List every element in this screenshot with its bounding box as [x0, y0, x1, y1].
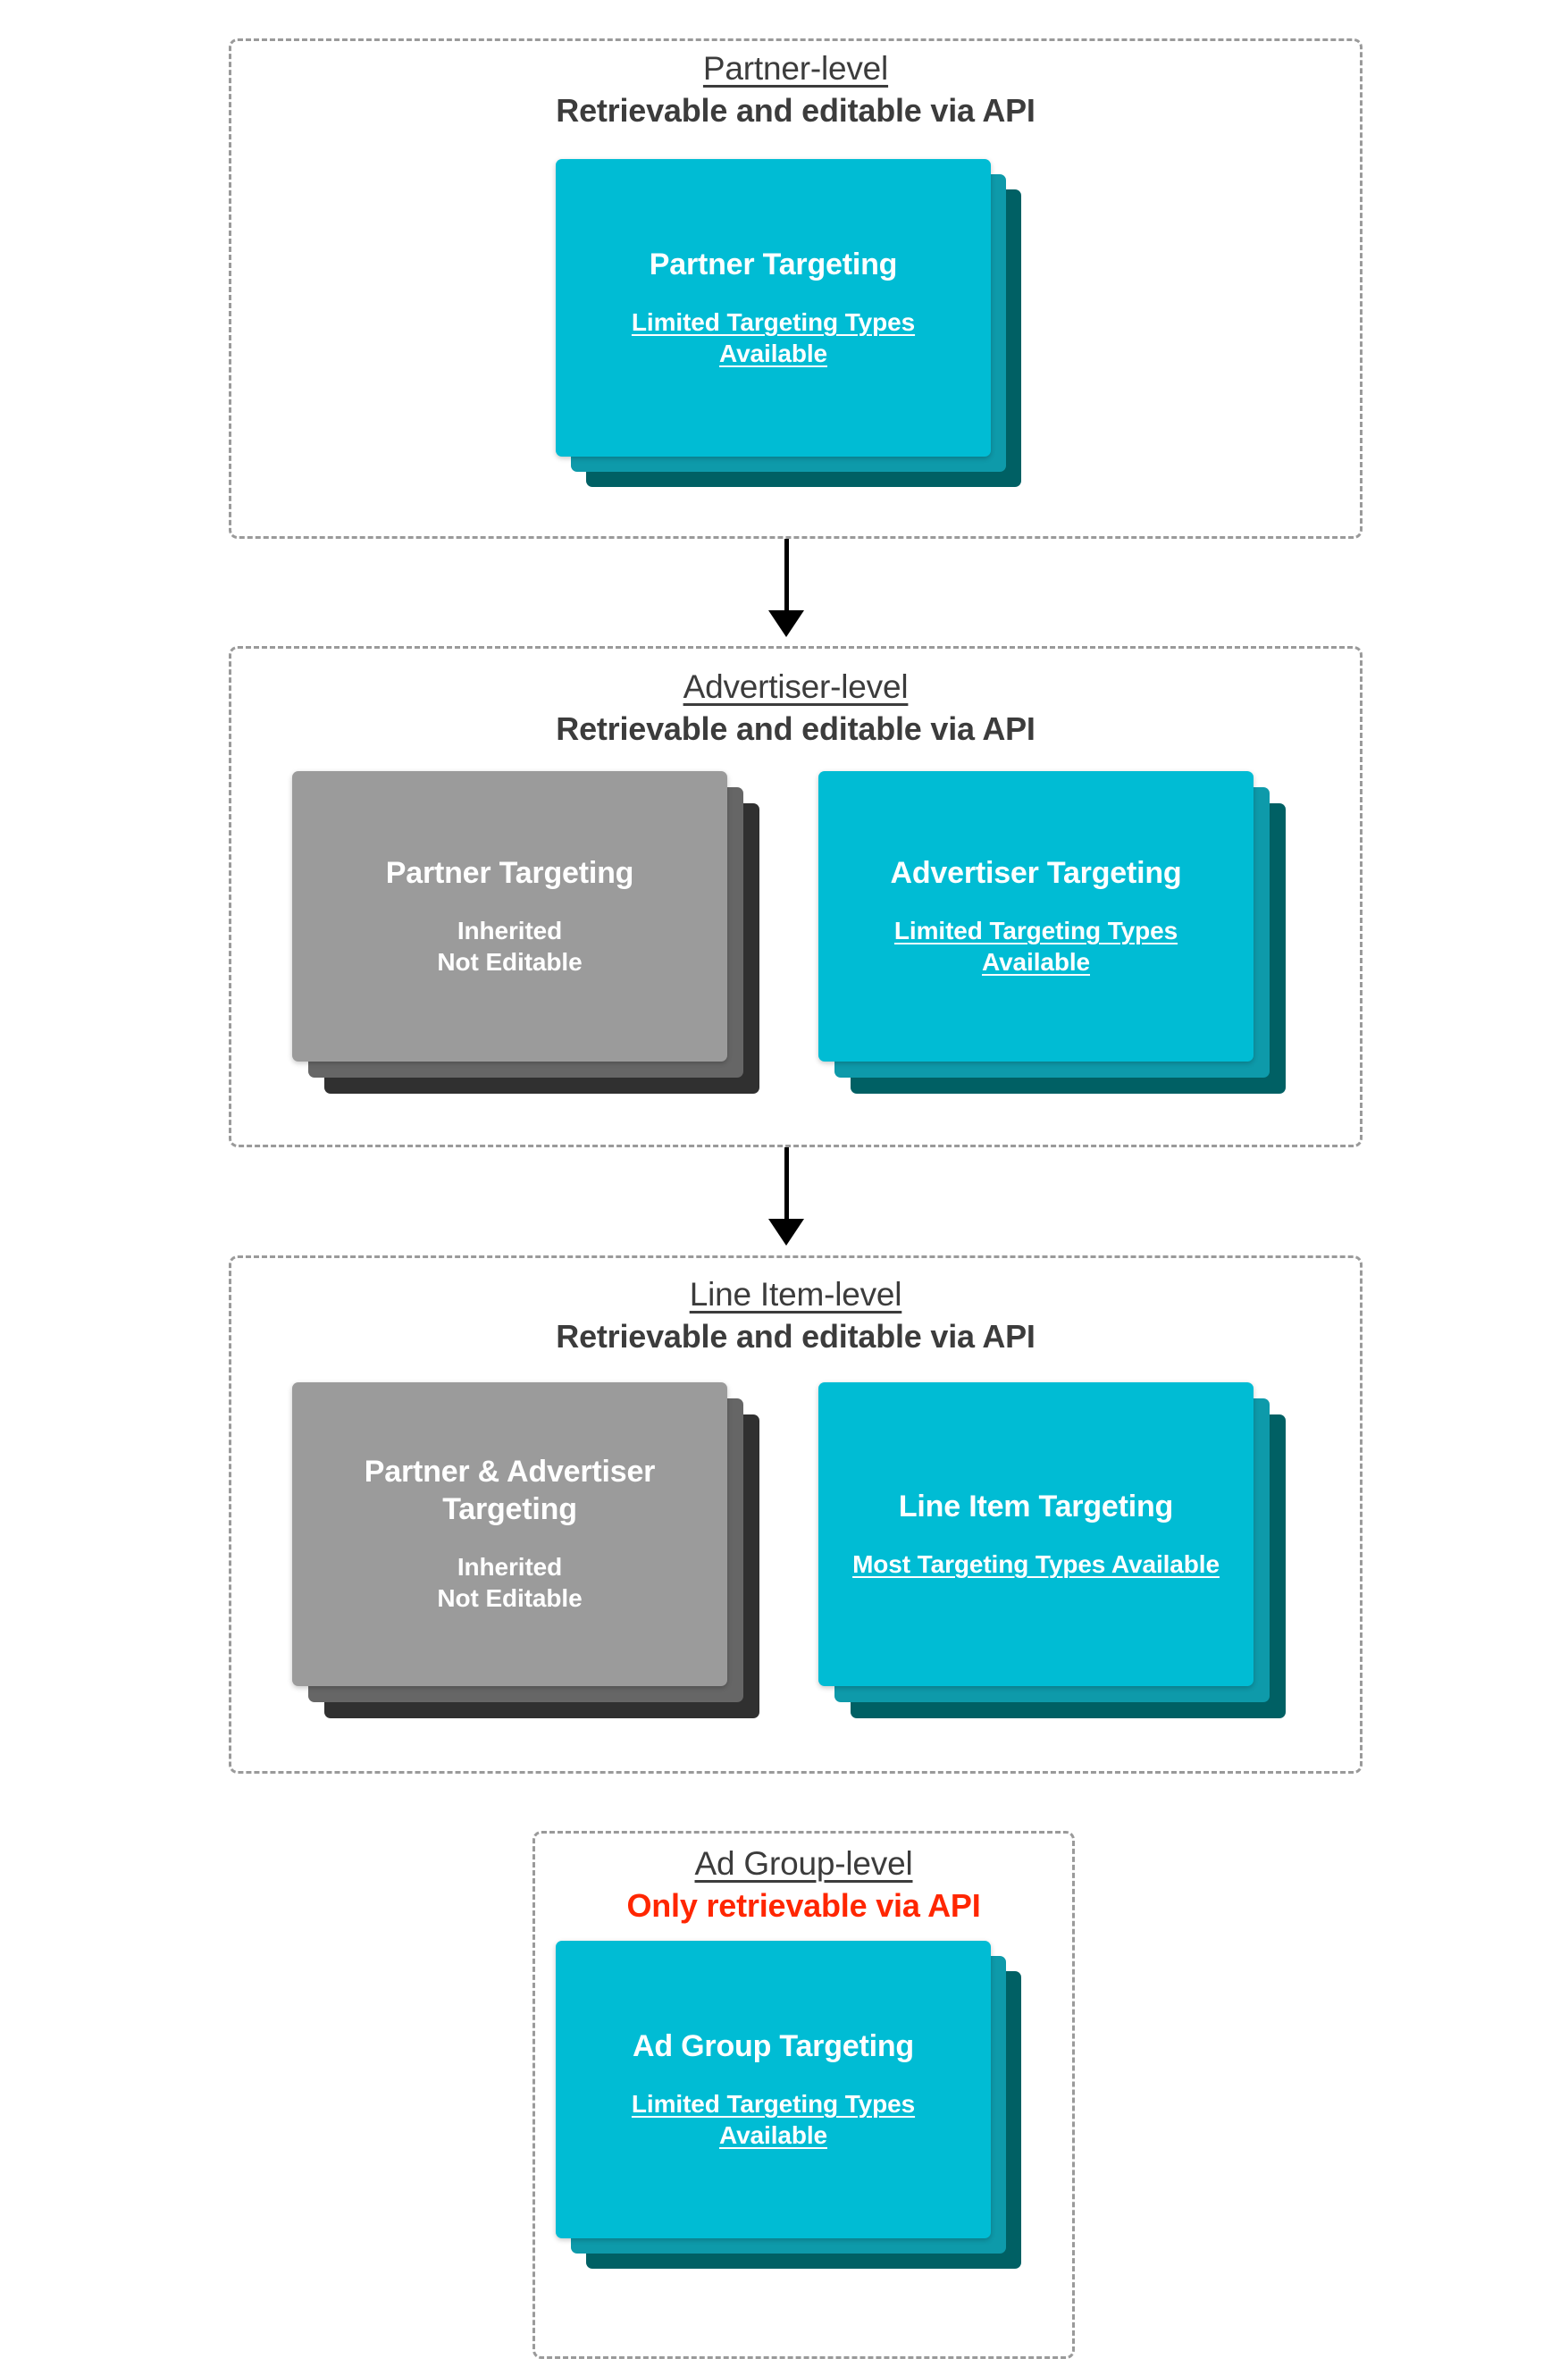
- card-stack-advertiser-inherited[interactable]: Partner Targeting Inherited Not Editable: [292, 771, 772, 1124]
- card-note: Limited Targeting Types Available: [893, 916, 1178, 977]
- card-partner-targeting[interactable]: Partner Targeting Limited Targeting Type…: [556, 159, 991, 457]
- card-stack-line-item-inherited[interactable]: Partner & Advertiser Targeting Inherited…: [292, 1382, 772, 1749]
- connector-partner-to-advertiser: [755, 539, 818, 637]
- card-line-item-targeting[interactable]: Line Item Targeting Most Targeting Types…: [818, 1382, 1254, 1686]
- card-title: Advertiser Targeting: [890, 855, 1182, 890]
- arrow-shaft: [784, 1147, 789, 1221]
- card-inherited-partner-advertiser-targeting[interactable]: Partner & Advertiser Targeting Inherited…: [292, 1382, 727, 1686]
- card-title: Partner Targeting: [385, 855, 634, 890]
- card-stack-ad-group-targeting[interactable]: Ad Group Targeting Limited Targeting Typ…: [556, 1941, 1036, 2280]
- card-ad-group-targeting[interactable]: Ad Group Targeting Limited Targeting Typ…: [556, 1941, 991, 2238]
- arrow-head-icon: [768, 610, 804, 637]
- card-stack-advertiser-targeting[interactable]: Advertiser Targeting Limited Targeting T…: [818, 771, 1298, 1124]
- card-stack-partner-targeting[interactable]: Partner Targeting Limited Targeting Type…: [556, 159, 1036, 494]
- card-note: Most Targeting Types Available: [852, 1550, 1220, 1579]
- card-title: Partner Targeting: [649, 247, 898, 281]
- card-title: Partner & Advertiser Targeting: [364, 1455, 656, 1526]
- card-note: Limited Targeting Types Available: [631, 2089, 916, 2150]
- card-stack-line-item-targeting[interactable]: Line Item Targeting Most Targeting Types…: [818, 1382, 1298, 1749]
- card-note: Inherited Not Editable: [437, 1553, 583, 1613]
- card-note: Inherited Not Editable: [437, 916, 583, 977]
- arrow-head-icon: [768, 1219, 804, 1246]
- card-advertiser-targeting[interactable]: Advertiser Targeting Limited Targeting T…: [818, 771, 1254, 1062]
- card-title: Ad Group Targeting: [633, 2028, 914, 2063]
- connector-advertiser-to-line-item: [755, 1147, 818, 1246]
- card-title: Line Item Targeting: [898, 1489, 1174, 1523]
- arrow-shaft: [784, 539, 789, 612]
- card-note: Limited Targeting Types Available: [631, 307, 916, 368]
- card-inherited-partner-targeting[interactable]: Partner Targeting Inherited Not Editable: [292, 771, 727, 1062]
